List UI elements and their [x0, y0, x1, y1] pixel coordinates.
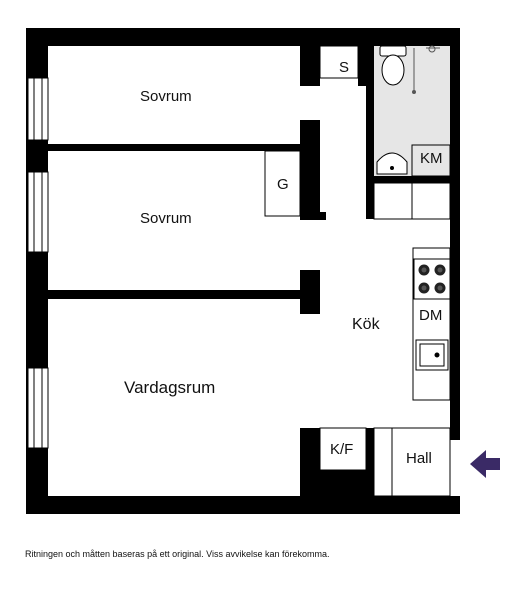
room-label-sovrum-top: Sovrum	[140, 88, 192, 105]
room-label-kok: Kök	[352, 316, 380, 333]
fixture-outlines	[264, 45, 451, 497]
stove-icon	[413, 258, 451, 300]
bathroom-floor	[366, 46, 450, 178]
room-label-wc: S	[339, 59, 350, 76]
room-label-g: G	[277, 176, 289, 193]
shower-icon	[412, 45, 440, 94]
room-label-dm: DM	[419, 307, 443, 324]
room-label-km: KM	[420, 150, 443, 167]
kitchen-sink-icon	[415, 339, 449, 371]
room-label-vardagsrum: Vardagsrum	[124, 378, 216, 397]
disclaimer-text: Ritningen och måtten baseras på ett orig…	[25, 549, 330, 559]
room-label-kf: K/F	[330, 441, 354, 458]
room-label-hall: Hall	[406, 450, 432, 467]
arrow-left-icon	[470, 450, 500, 478]
bathroom-sink-icon	[376, 152, 408, 175]
windows	[27, 77, 49, 449]
toilet-icon	[379, 45, 407, 86]
interior-walls	[48, 46, 450, 496]
room-label-sovrum-middle: Sovrum	[140, 210, 192, 227]
